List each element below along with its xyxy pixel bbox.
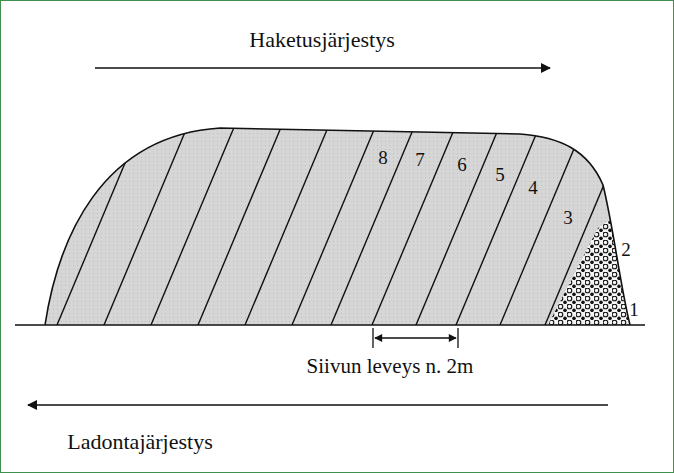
- dimension-label: Siivun leveys n. 2m: [307, 355, 474, 378]
- slice-line: [245, 90, 344, 325]
- callout-number: 8: [378, 148, 388, 169]
- slice-line: [104, 90, 203, 325]
- slice-line: [151, 90, 250, 325]
- order-label: Haketusjärjestys: [249, 28, 394, 52]
- callout-number: 4: [528, 178, 538, 199]
- slice-line: [57, 90, 156, 325]
- slice-line: [198, 90, 297, 325]
- slice-line: [372, 90, 471, 325]
- slice-line: [456, 90, 555, 325]
- slice-line: [292, 90, 391, 325]
- slice-line: [416, 90, 515, 325]
- slice-line: [500, 90, 599, 325]
- callout-number: 5: [495, 165, 505, 186]
- callout-number: 3: [563, 208, 573, 229]
- callout-number: 2: [621, 240, 631, 261]
- callout-number: 7: [415, 150, 425, 171]
- order-label: Ladontajärjestys: [67, 430, 212, 454]
- slice-line: [545, 90, 644, 325]
- callout-number: 1: [629, 300, 639, 321]
- slice-line: [331, 90, 430, 325]
- callout-number: 6: [457, 155, 467, 176]
